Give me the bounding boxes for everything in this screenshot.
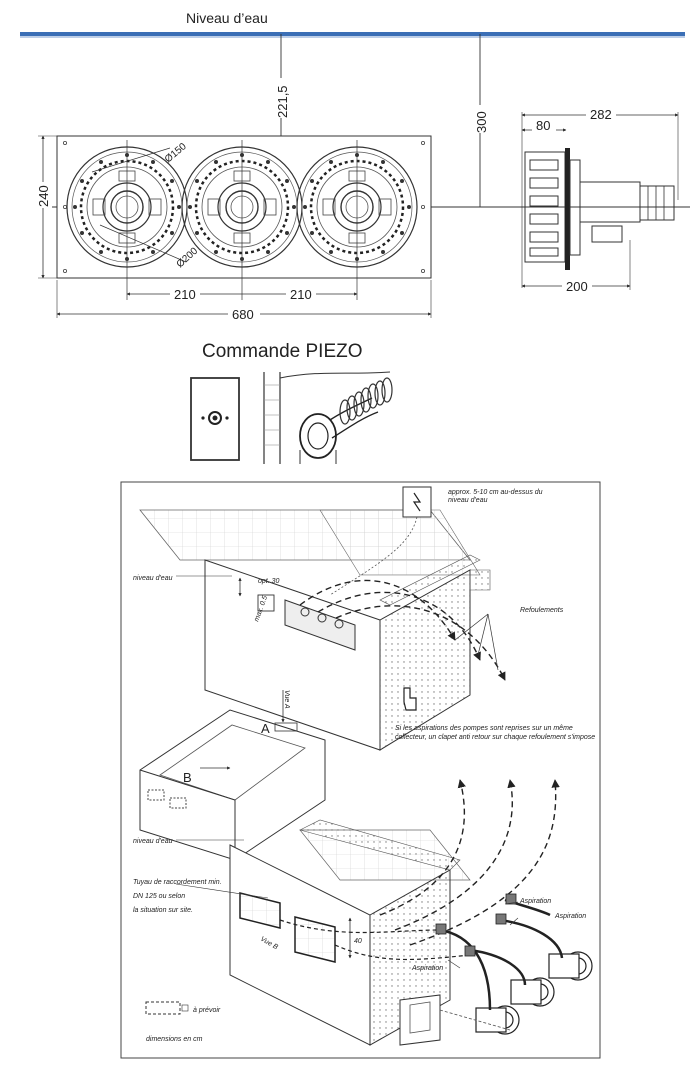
- piezo-hose-illustration: [263, 371, 393, 464]
- piezo-title: Commande PIEZO: [202, 341, 363, 362]
- water-level-title: Niveau d’eau: [186, 10, 268, 26]
- piezo-button-plate: [190, 377, 240, 461]
- front-view-drawing: Niveau d’eau 221,5 300: [20, 10, 690, 322]
- label-aspiration-3: Aspiration: [411, 965, 443, 972]
- label-opt-30: opt. 30: [258, 578, 280, 585]
- dim-210-a: 210: [174, 287, 196, 302]
- note-junction-1: approx. 5-10 cm au-dessus du: [448, 489, 543, 496]
- label-water-level-bottom: niveau d'eau: [133, 838, 173, 845]
- marker-b: B: [183, 770, 192, 785]
- label-pipe-2: DN 125 ou selon: [133, 893, 185, 900]
- label-dimensions-cm: dimensions en cm: [146, 1036, 203, 1043]
- side-view-drawing: 282 80 200: [521, 106, 679, 294]
- hand-pointer-icon: [403, 687, 417, 711]
- pump-group: [475, 951, 593, 1035]
- dim-80: 80: [536, 118, 550, 133]
- label-pipe-1: Tuyau de raccordement min.: [133, 879, 222, 886]
- dim-210-b: 210: [290, 287, 312, 302]
- legend-dashed-box: [145, 1001, 181, 1015]
- label-aspiration-2: Aspiration: [554, 913, 586, 920]
- note-valve-1: Si les aspirations des pompes sont repri…: [395, 725, 573, 732]
- marker-a: A: [261, 721, 270, 736]
- front-panel: [56, 135, 432, 279]
- dim-300: 300: [474, 111, 489, 133]
- label-vue-a: Vue A: [283, 690, 290, 709]
- label-aspiration-1: Aspiration: [519, 898, 551, 905]
- label-a-prevoir: à prévoir: [193, 1007, 221, 1014]
- dim-221-5: 221,5: [275, 85, 290, 118]
- suction-grille-2: [294, 916, 336, 963]
- dim-40: 40: [354, 938, 362, 945]
- note-junction-2: niveau d'eau: [448, 497, 488, 504]
- suction-grille-1: [239, 892, 281, 929]
- label-refoulements: Refoulements: [520, 607, 564, 614]
- label-pipe-3: la situation sur site.: [133, 907, 193, 914]
- label-water-level-top: niveau d'eau: [133, 575, 173, 582]
- installation-figure: approx. 5-10 cm au-dessus du niveau d'ea…: [120, 481, 601, 1059]
- dim-680: 680: [232, 307, 254, 322]
- dim-282: 282: [590, 107, 612, 122]
- note-valve-2: collecteur, un clapet anti retour sur ch…: [395, 734, 595, 741]
- dim-240: 240: [36, 185, 51, 207]
- dim-200: 200: [566, 279, 588, 294]
